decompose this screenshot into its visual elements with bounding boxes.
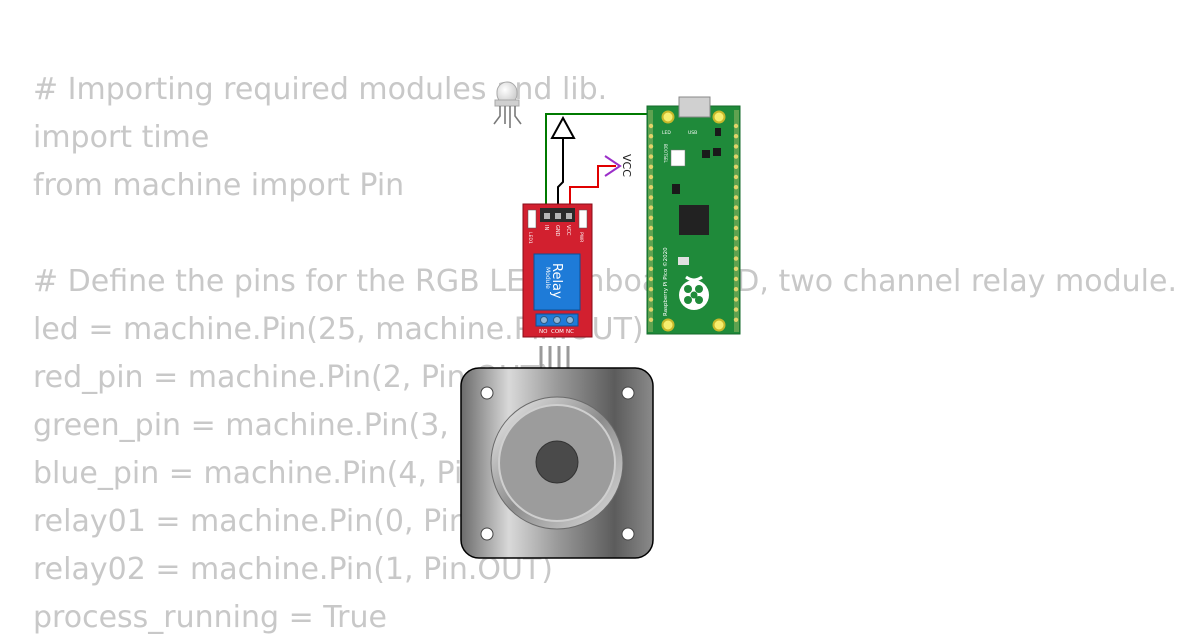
- pico-pin: [733, 215, 739, 220]
- pico-pin: [648, 307, 654, 312]
- pico-pin: [733, 174, 739, 180]
- pico-pin: [648, 317, 654, 322]
- vcc-symbol: VCC: [604, 154, 633, 177]
- pico-pin: [733, 307, 739, 312]
- pico-usb-label: USB: [688, 130, 697, 136]
- pico-pin: [733, 266, 739, 271]
- code-line: blue_pin = machine.Pin(4, Pin.OUT): [33, 456, 567, 491]
- relay-pin-in: IN: [543, 225, 549, 230]
- pico-pin-headers: [648, 110, 739, 332]
- pico-silk-label: Raspberry Pi Pico ©2020: [662, 247, 669, 316]
- wire-red: [569, 165, 616, 210]
- pico-pin: [648, 154, 654, 159]
- pico-pin: [733, 276, 739, 282]
- relay-pin-gnd: GND: [554, 225, 560, 237]
- relay-subtitle: Module: [544, 267, 551, 289]
- pico-pin: [733, 225, 739, 231]
- pico-pin: [733, 256, 739, 261]
- pico-pin: [733, 185, 739, 190]
- pico-pin: [648, 185, 654, 190]
- wire-green: [545, 113, 655, 210]
- pico-pin: [648, 287, 654, 292]
- pico-pin: [648, 144, 654, 149]
- pico-pin: [648, 225, 654, 231]
- pico-pin: [648, 215, 654, 220]
- motor-wires: [539, 346, 570, 370]
- relay-nc-label: NC: [566, 329, 574, 335]
- code-line: relay02 = machine.Pin(1, Pin.OUT): [33, 552, 554, 587]
- pico-pin: [648, 256, 654, 261]
- pico-bootsel-label: BOOTSEL: [663, 144, 668, 163]
- raspberry-pi-pico[interactable]: USB LED BOOTSEL Raspberry Pi Pico ©2020: [646, 96, 741, 335]
- pico-pin: [733, 297, 739, 302]
- pico-pin: [733, 164, 739, 169]
- pico-pin: [648, 195, 654, 200]
- code-line: led = machine.Pin(25, machine.Pin.OUT): [33, 312, 644, 347]
- pico-pin: [648, 174, 654, 180]
- vcc-label: VCC: [620, 154, 633, 177]
- pico-pin: [733, 123, 739, 129]
- pico-pin: [648, 205, 654, 210]
- pico-pin: [733, 287, 739, 292]
- code-line: import time: [33, 120, 210, 155]
- pico-pin: [648, 123, 654, 129]
- relay-pwr-label: PWR: [578, 232, 584, 242]
- relay-no-label: NO: [539, 329, 548, 335]
- pico-pin: [733, 154, 739, 159]
- pico-pin: [648, 297, 654, 302]
- pico-pin: [648, 164, 654, 169]
- pico-pin: [733, 236, 739, 241]
- pico-pin: [648, 266, 654, 271]
- relay-title: Relay: [549, 263, 564, 299]
- relay-com-label: COM: [551, 329, 564, 335]
- stepper-motor[interactable]: [460, 367, 654, 559]
- pico-pin: [733, 144, 739, 149]
- pico-led-label: LED: [662, 130, 671, 136]
- raspberry-logo-icon: [679, 275, 709, 310]
- pico-pin: [733, 195, 739, 200]
- relay-pin-vcc: VCC: [565, 225, 571, 236]
- pico-pin: [733, 317, 739, 322]
- pico-pin: [648, 246, 654, 251]
- pico-pins: [648, 123, 739, 322]
- relay-led1-label: LED1: [527, 232, 533, 244]
- relay-module[interactable]: IN GND VCC LED1 PWR Relay Module NO COM …: [522, 203, 593, 338]
- pico-pin: [733, 205, 739, 210]
- code-line: process_running = True: [33, 600, 387, 635]
- rgb-led[interactable]: [493, 81, 522, 128]
- pico-pin: [733, 246, 739, 251]
- pico-pin: [648, 276, 654, 282]
- pico-pin: [648, 236, 654, 241]
- ground-symbol: [550, 115, 576, 210]
- pico-pin: [648, 134, 654, 139]
- pico-pin: [733, 134, 739, 139]
- code-line: from machine import Pin: [33, 168, 405, 203]
